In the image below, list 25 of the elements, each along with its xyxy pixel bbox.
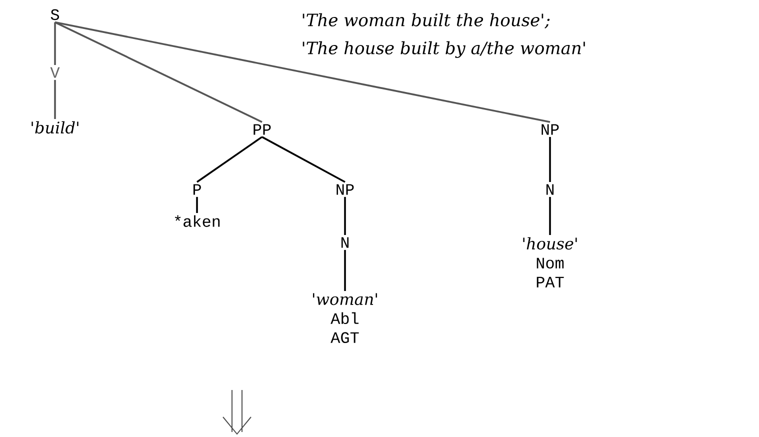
tree-branch [549, 136, 551, 182]
tree-branch [262, 136, 346, 183]
tree-label: NP [336, 184, 354, 195]
tree-branch [54, 22, 56, 65]
tree-label: P [193, 184, 201, 195]
tree-label: PP [254, 124, 271, 135]
tree-label: S [50, 9, 60, 20]
tree-label: V [50, 67, 60, 78]
tree-branch [54, 21, 262, 123]
tree-branch [196, 136, 263, 183]
tree-branch [54, 21, 550, 123]
tree-label: N [341, 237, 349, 248]
tree-label: 'woman' Abl AGT [313, 293, 377, 344]
tree-label: N [546, 184, 554, 195]
tree-label: NP [542, 124, 559, 135]
tree-branch [344, 196, 346, 235]
gloss-text: 'The house built by a/the woman' [302, 41, 585, 58]
tree-label: *aken [174, 215, 220, 227]
gloss-text: 'The woman built the house'; [302, 13, 550, 28]
tree-branch [344, 250, 346, 291]
tree-branch [196, 196, 198, 213]
tree-label: 'build' [32, 121, 78, 134]
tree-branch [54, 80, 56, 119]
tree-label: 'house' Nom PAT [523, 237, 577, 288]
tree-branch [549, 196, 551, 235]
